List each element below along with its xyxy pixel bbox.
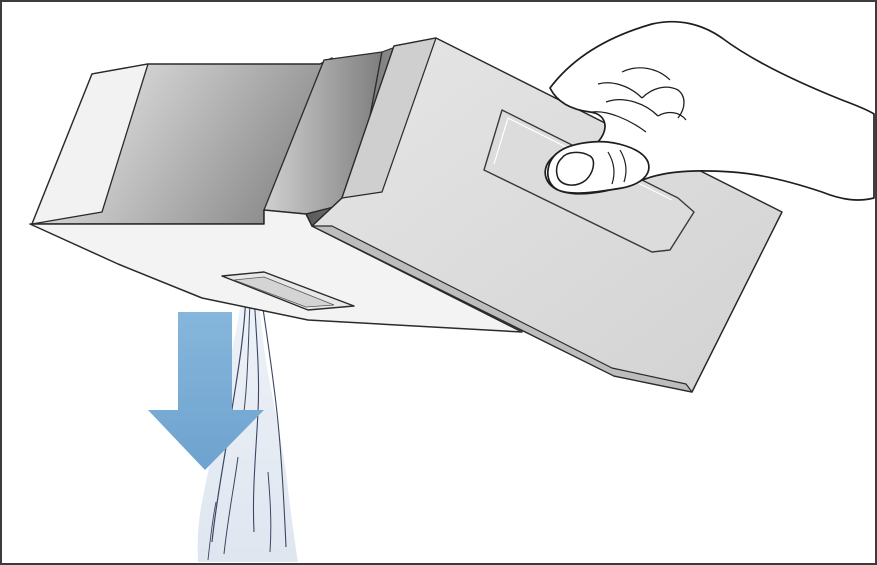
hand-icon: [545, 22, 874, 200]
